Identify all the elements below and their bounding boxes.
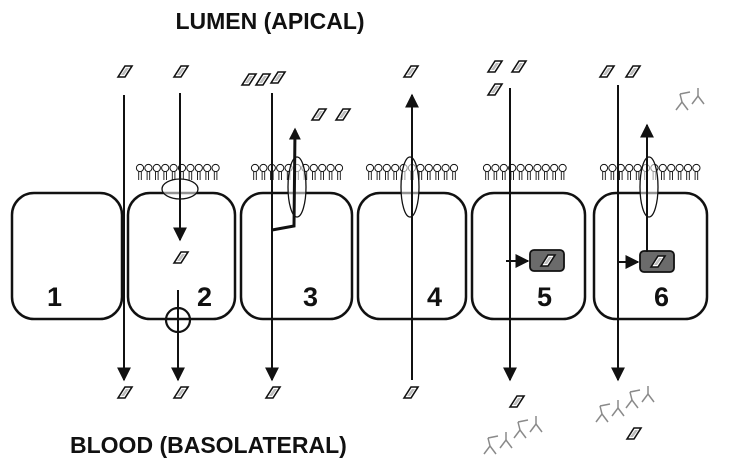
lipid-head-outer bbox=[449, 163, 459, 181]
drug-molecule bbox=[265, 386, 281, 399]
transporter bbox=[639, 156, 659, 218]
lipid-head-outer bbox=[391, 163, 400, 181]
lipid-head-outer bbox=[326, 163, 335, 181]
lipid-head-outer bbox=[382, 163, 391, 181]
lipid-head-outer bbox=[692, 163, 701, 181]
lipid-head-outer bbox=[318, 163, 327, 181]
drug-molecule bbox=[270, 71, 286, 84]
lipid-head-outer bbox=[203, 163, 212, 181]
cell-number-2: 2 bbox=[197, 282, 213, 312]
transport-arrows bbox=[117, 85, 654, 382]
drug-molecule bbox=[511, 60, 527, 73]
lipid-head-outer bbox=[608, 163, 617, 181]
lipid-head-outer bbox=[550, 163, 559, 181]
metabolite bbox=[675, 87, 705, 111]
lipid-head-outer bbox=[667, 163, 676, 181]
drug-molecule bbox=[335, 108, 351, 121]
lipid-head-outer bbox=[683, 163, 693, 181]
drug-molecule bbox=[599, 65, 615, 78]
drug-molecule bbox=[626, 427, 642, 440]
drug-molecule bbox=[311, 108, 327, 121]
cell-number-3: 3 bbox=[303, 282, 319, 312]
cell-number-5: 5 bbox=[537, 282, 553, 312]
lumen-apical-label: LUMEN (APICAL) bbox=[175, 8, 365, 34]
cell-number-1: 1 bbox=[47, 282, 63, 312]
lipid-head-outer bbox=[211, 163, 220, 181]
drug-molecule bbox=[255, 73, 271, 86]
drug-molecule bbox=[173, 65, 189, 78]
lipid-head-outer bbox=[558, 163, 567, 181]
lipid-head-outer bbox=[533, 163, 542, 181]
lipid-head-outer bbox=[152, 163, 161, 181]
drug-molecule bbox=[403, 65, 419, 78]
lipid-head-outer bbox=[334, 163, 344, 181]
transporter bbox=[400, 156, 420, 218]
lipid-head-outer bbox=[161, 163, 170, 181]
lipid-head-outer bbox=[675, 163, 684, 181]
lipid-head-outer bbox=[491, 163, 500, 181]
lipid-head-outer bbox=[250, 163, 260, 181]
metabolite bbox=[513, 415, 543, 439]
lipid-head-outer bbox=[433, 163, 442, 181]
lipid-head-outer bbox=[374, 163, 383, 181]
lipid-head-outer bbox=[259, 163, 268, 181]
lipid-head-outer bbox=[144, 163, 153, 181]
metabolite bbox=[483, 431, 513, 455]
cell-number-6: 6 bbox=[654, 282, 670, 312]
drug-molecule bbox=[509, 395, 525, 408]
drug-molecule bbox=[241, 73, 257, 86]
lipid-head-outer bbox=[135, 163, 145, 181]
transporter bbox=[287, 156, 307, 218]
lipid-head-outer bbox=[599, 163, 609, 181]
lipid-head-outer bbox=[309, 163, 318, 181]
lipid-head-outer bbox=[658, 163, 667, 181]
drug-molecule bbox=[487, 60, 503, 73]
lipid-head-outer bbox=[441, 163, 450, 181]
cell-5 bbox=[470, 191, 587, 321]
lipid-head-outer bbox=[276, 163, 285, 181]
lipid-head-outer bbox=[169, 163, 178, 181]
drug-molecule bbox=[625, 65, 641, 78]
metabolite bbox=[595, 399, 625, 423]
lipid-head-outer bbox=[194, 163, 203, 181]
blood-basolateral-label: BLOOD (BASOLATERAL) bbox=[70, 432, 347, 458]
lipid-head-outer bbox=[524, 163, 534, 181]
drug-molecule bbox=[487, 83, 503, 96]
arrow-apical-efflux bbox=[271, 127, 301, 232]
cell-1 bbox=[10, 191, 124, 321]
lipid-head-outer bbox=[365, 163, 375, 181]
metabolite bbox=[625, 385, 655, 409]
epithelial-cells bbox=[10, 191, 709, 321]
cell-number-4: 4 bbox=[427, 282, 443, 312]
lipid-head-outer bbox=[516, 163, 525, 181]
membrane-transporters bbox=[161, 156, 675, 334]
drug-molecule bbox=[117, 65, 133, 78]
drug-molecule bbox=[117, 386, 133, 399]
lipid-head-outer bbox=[541, 163, 550, 181]
lipid-head-outer bbox=[625, 163, 634, 181]
drug-molecule bbox=[173, 386, 189, 399]
lipid-head-outer bbox=[186, 163, 195, 181]
lipid-head-outer bbox=[499, 163, 508, 181]
lipid-head-outer bbox=[424, 163, 433, 181]
drug-molecule bbox=[403, 386, 419, 399]
lipid-head-outer bbox=[482, 163, 492, 181]
